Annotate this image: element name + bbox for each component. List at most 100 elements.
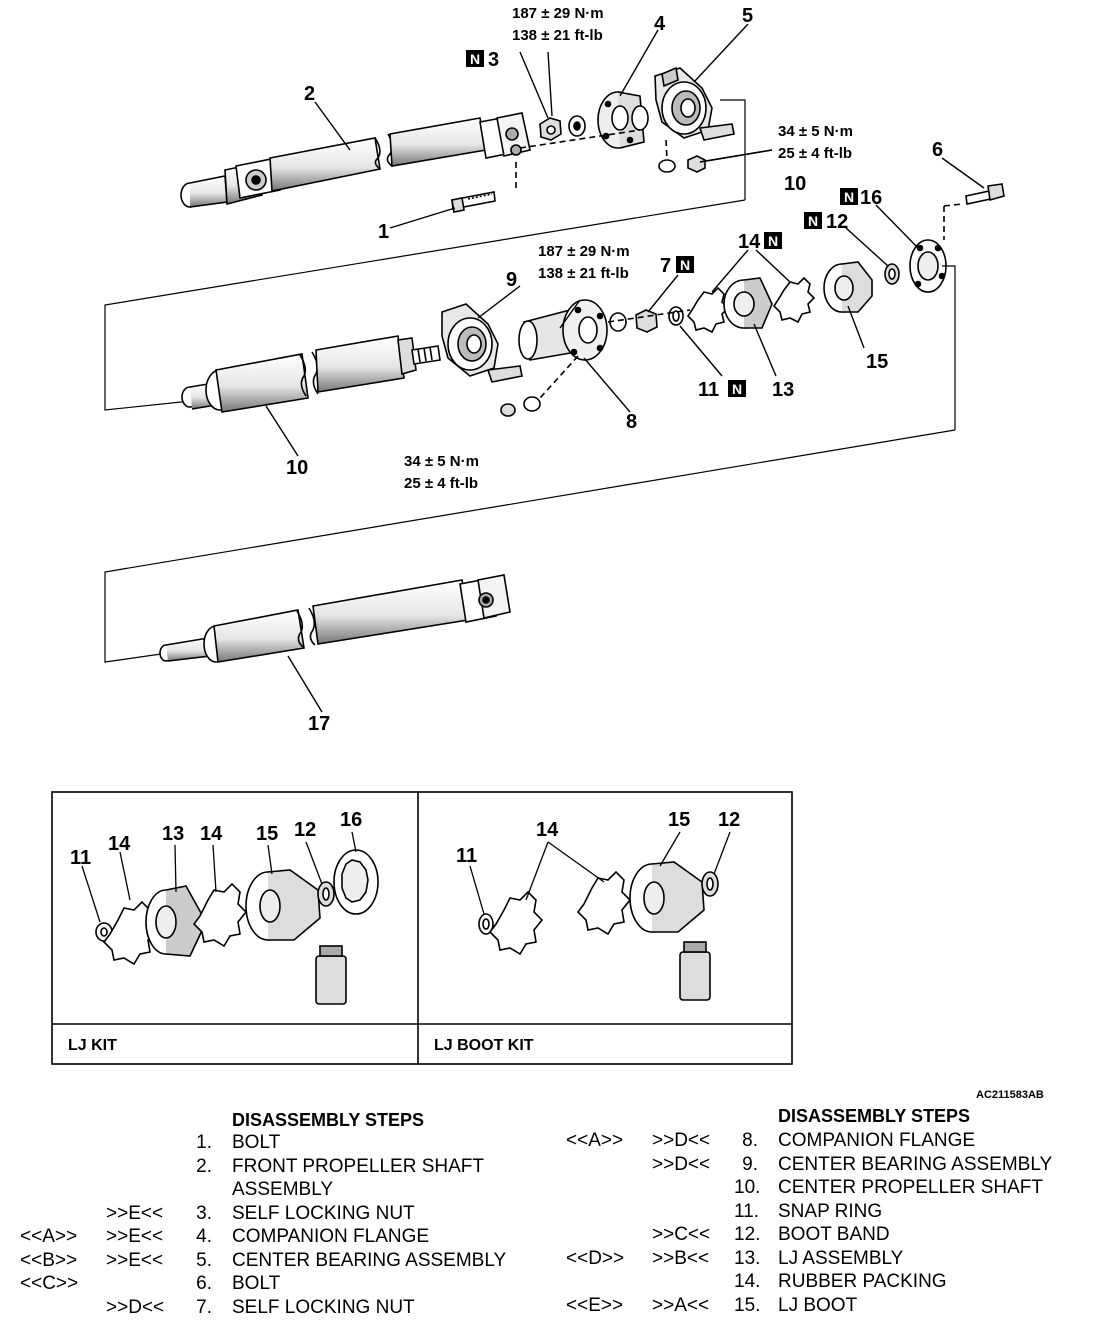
bolt-6	[965, 183, 1005, 205]
torque-3-ftlb: 138 ± 21 ft-lb	[512, 27, 603, 44]
new-part-badge-16: N	[840, 188, 858, 205]
rubber-packing-14b	[772, 276, 816, 324]
step-row: <<A>> >>E<< 4. COMPANION FLANGE	[20, 1226, 560, 1249]
callout-14: 14	[738, 231, 761, 253]
torque-9-ftlb: 25 ± 4 ft-lb	[404, 475, 478, 492]
step-name: COMPANION FLANGE	[232, 1226, 430, 1247]
boot-kit-callout-14: 14	[536, 819, 559, 841]
step-name: SNAP RING	[778, 1200, 883, 1222]
step-row: <<C>> 6. BOLT	[20, 1273, 560, 1296]
step-number: 6.	[196, 1273, 212, 1294]
callout-6: 6	[932, 139, 943, 161]
install-note: >>E<<	[106, 1226, 164, 1247]
step-name: RUBBER PACKING	[778, 1271, 947, 1292]
lj-kit-callout-15: 15	[256, 823, 278, 845]
callout-16: 16	[860, 187, 882, 209]
step-row: 2. FRONT PROPELLER SHAFT	[20, 1156, 560, 1179]
step-number: 3.	[196, 1202, 212, 1224]
new-part-badge-3: N	[466, 50, 484, 67]
step-row: >>D<< 9. CENTER BEARING ASSEMBLY	[566, 1154, 1106, 1177]
removal-note: <<E>>	[566, 1294, 624, 1316]
step-row: <<E>>>>A<<15.LJ BOOT	[566, 1295, 1106, 1318]
companion-flange-4	[597, 91, 649, 149]
callout-10-lower: 10	[286, 457, 308, 479]
callout-9: 9	[506, 269, 517, 291]
torque-3-nm: 187 ± 29 N·m	[512, 5, 604, 22]
step-name: BOLT	[232, 1273, 281, 1294]
step-number: 9.	[742, 1153, 758, 1175]
step-number: 2.	[196, 1155, 212, 1177]
step-name: BOLT	[232, 1132, 281, 1153]
new-part-badge-11: N	[728, 380, 746, 397]
rubber-packing-14a	[686, 286, 730, 334]
boot-kit-callout-12: 12	[718, 809, 740, 831]
install-note: >>B<<	[652, 1247, 710, 1269]
install-note: >>D<<	[652, 1153, 711, 1175]
center-propeller-shaft	[181, 335, 441, 413]
step-row: 1. BOLT	[20, 1132, 560, 1155]
removal-note: <<A>>	[20, 1226, 78, 1247]
torque-5-nm: 34 ± 5 N·m	[778, 123, 853, 140]
callout-7: 7	[660, 255, 671, 277]
lj-boot-15	[823, 261, 873, 313]
step-row: <<B>>>>E<<5.CENTER BEARING ASSEMBLY	[20, 1250, 560, 1273]
lj-kit-callout-14a: 14	[108, 833, 131, 855]
step-row: >>D<<7.SELF LOCKING NUT	[20, 1297, 560, 1320]
svg-text:N: N	[844, 189, 854, 205]
lj-kit-parts	[95, 849, 379, 1005]
step-name: CENTER BEARING ASSEMBLY	[232, 1249, 507, 1271]
install-note: >>C<<	[652, 1224, 711, 1245]
self-locking-nut-7	[635, 309, 658, 333]
step-row: 11. SNAP RING	[566, 1201, 1106, 1224]
step-name: CENTER BEARING ASSEMBLY	[778, 1153, 1053, 1175]
steps-left-title: DISASSEMBLY STEPS	[232, 1110, 425, 1130]
svg-text:N: N	[768, 233, 778, 249]
figure-code: AC211583AB	[976, 1089, 1044, 1101]
removal-note: <<C>>	[20, 1273, 79, 1294]
callout-2: 2	[304, 83, 315, 105]
step-number: 8.	[742, 1130, 758, 1151]
step-name: COMPANION FLANGE	[778, 1130, 976, 1151]
center-bearing-9	[441, 303, 523, 383]
snap-ring-11	[668, 306, 684, 326]
torque-7-ftlb: 138 ± 21 ft-lb	[538, 265, 629, 282]
svg-text:N: N	[808, 213, 818, 229]
step-row: 10. CENTER PROPELLER SHAFT	[566, 1177, 1106, 1200]
step-number: 1.	[196, 1132, 212, 1153]
step-number: 11.	[734, 1200, 760, 1222]
step-name: LJ BOOT	[778, 1294, 858, 1316]
step-number: 10.	[734, 1177, 761, 1198]
step-row: ASSEMBLY	[20, 1179, 560, 1202]
step-name: LJ ASSEMBLY	[778, 1247, 904, 1269]
install-note: >>D<<	[106, 1296, 165, 1318]
front-propeller-shaft	[180, 112, 531, 208]
steps-left: DISASSEMBLY STEPS 1. BOLT 2. FRONT PROPELLE…	[20, 1110, 560, 1330]
step-row: <<A>> >>D<< 8. COMPANION FLANGE	[566, 1130, 1106, 1153]
removal-note: <<B>>	[20, 1249, 78, 1271]
step-name: FRONT PROPELLER SHAFT	[232, 1155, 484, 1177]
washer-9	[523, 396, 541, 412]
self-locking-nut-3	[539, 115, 586, 141]
callout-12: 12	[826, 211, 848, 233]
step-number: 13.	[734, 1247, 761, 1269]
flange-16	[909, 239, 947, 293]
callout-10-upper: 10	[784, 173, 806, 195]
boot-kit-callout-11: 11	[456, 845, 477, 867]
torque-9-nm: 34 ± 5 N·m	[404, 453, 479, 470]
step-number: 14.	[734, 1271, 761, 1292]
step-number: 4.	[196, 1226, 212, 1247]
lj-kit-callout-13: 13	[162, 823, 184, 845]
lj-boot-kit-parts	[478, 861, 719, 1001]
step-number: 5.	[196, 1249, 212, 1271]
step-name: CENTER PROPELLER SHAFT	[778, 1177, 1043, 1198]
rear-propeller-shaft	[159, 574, 511, 663]
step-name: BOOT BAND	[778, 1224, 890, 1245]
removal-note: <<A>>	[566, 1130, 624, 1151]
install-note: >>D<<	[652, 1130, 711, 1151]
step-row: >>E<<3.SELF LOCKING NUT	[20, 1203, 560, 1226]
install-note: >>A<<	[652, 1294, 710, 1316]
step-name: SELF LOCKING NUT	[232, 1202, 415, 1224]
step-number: 7.	[196, 1296, 212, 1318]
steps-right: DISASSEMBLY STEPS <<A>>>>D<<8.COMPANION …	[566, 1106, 1106, 1330]
